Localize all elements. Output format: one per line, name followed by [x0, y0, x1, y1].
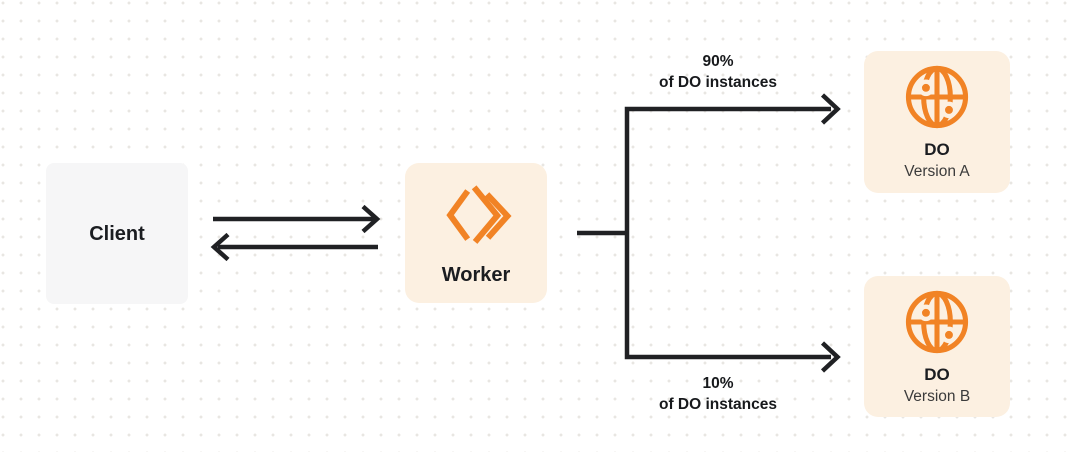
durable-object-globe-icon	[905, 290, 969, 353]
arrow-to-do-b-head-icon	[820, 341, 841, 373]
split-top-percent: 90%	[702, 53, 734, 70]
do-a-subtitle: Version A	[904, 163, 970, 180]
node-worker: Worker	[405, 163, 547, 303]
split-bottom-caption: of DO instances	[659, 396, 777, 413]
arrow-to-do-a-head-icon	[820, 93, 841, 125]
arrow-right-head-icon	[361, 204, 381, 234]
do-b-subtitle: Version B	[903, 387, 971, 405]
branch-trunk-line	[624, 106, 831, 360]
node-client: Client	[46, 163, 188, 304]
arrow-left-head-icon	[210, 232, 230, 262]
globe-dot	[945, 330, 953, 339]
do-a-title: DO	[924, 140, 950, 159]
split-top-label: 90% of DO instances	[607, 51, 829, 93]
split-bottom-percent: 10%	[702, 375, 734, 392]
globe-dot	[921, 83, 930, 92]
client-label: Client	[89, 222, 145, 245]
split-bottom-label: 10% of DO instances	[607, 373, 829, 415]
cloudflare-workers-icon	[446, 185, 512, 244]
node-do-version-b: DO Version B	[864, 276, 1010, 417]
durable-object-globe-icon	[905, 65, 969, 129]
do-b-title: DO	[924, 364, 950, 384]
worker-label: Worker	[441, 264, 511, 286]
globe-dot	[921, 308, 930, 317]
node-do-version-a: DO Version A	[864, 51, 1010, 193]
split-top-caption: of DO instances	[659, 74, 777, 91]
globe-dot	[945, 105, 953, 114]
